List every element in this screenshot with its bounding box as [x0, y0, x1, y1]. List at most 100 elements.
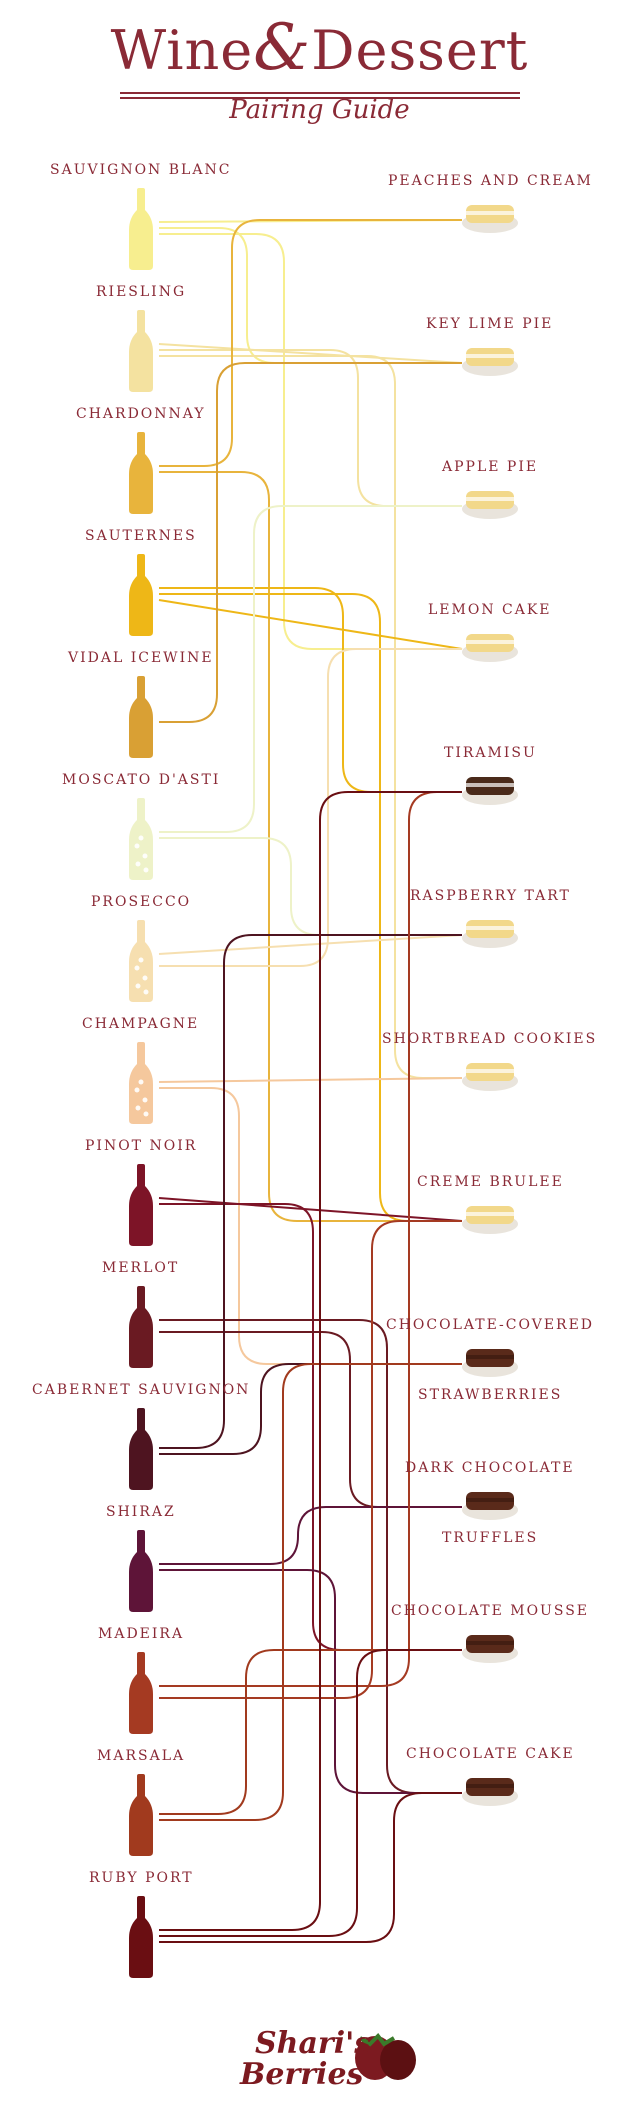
dessert-label: KEY LIME PIE [426, 316, 554, 332]
pairing-line [159, 1649, 462, 1937]
wine-label: CABERNET SAUVIGNON [32, 1382, 251, 1398]
pairing-line [159, 1649, 462, 1815]
wine-label: SHIRAZ [106, 1504, 176, 1520]
dessert-icon [462, 1206, 518, 1234]
header: Wine&Dessert Pairing Guide [0, 16, 639, 125]
wine-bottle-icon [129, 1774, 153, 1856]
dessert-icon [462, 777, 518, 805]
title-wine: Wine [110, 19, 254, 82]
dessert-icon [462, 1492, 518, 1520]
wine-bottle-icon [129, 1530, 153, 1612]
pairing-line [158, 343, 463, 364]
title-dessert: Dessert [311, 19, 529, 82]
pairing-line [159, 349, 462, 507]
wine-label: SAUTERNES [85, 528, 197, 544]
dessert-icon [462, 634, 518, 662]
dessert-icon [462, 920, 518, 948]
wine-label: PINOT NOIR [85, 1138, 198, 1154]
pairing-line [159, 934, 462, 1449]
dessert-icons [462, 205, 518, 1806]
dessert-icon [462, 1063, 518, 1091]
pairing-line [159, 1506, 462, 1565]
wine-label: CHAMPAGNE [82, 1016, 200, 1032]
dessert-icon [462, 1778, 518, 1806]
pairing-line [158, 599, 463, 650]
page-title: Wine&Dessert [0, 16, 639, 82]
wine-label: MARSALA [97, 1748, 186, 1764]
dessert-label-line2: TRUFFLES [442, 1530, 539, 1546]
dessert-icon [462, 491, 518, 519]
dessert-label: CREME BRULEE [417, 1174, 564, 1190]
wine-bottle-icon [129, 1164, 153, 1246]
pairing-line [159, 648, 462, 967]
pairing-line [159, 505, 462, 833]
pairing-line [159, 1087, 462, 1365]
wine-label: VIDAL ICEWINE [68, 650, 214, 666]
wine-label: RIESLING [96, 284, 187, 300]
dessert-icon [462, 348, 518, 376]
dessert-icon [462, 1635, 518, 1663]
pairing-line [159, 233, 462, 650]
pairing-line [158, 1197, 463, 1222]
dessert-label: APPLE PIE [442, 459, 539, 475]
pairing-lines [158, 219, 463, 1943]
wine-label: SAUVIGNON BLANC [50, 162, 232, 178]
pairing-line [159, 791, 462, 1687]
dessert-label: PEACHES AND CREAM [388, 173, 593, 189]
dessert-label: CHOCOLATE-COVERED [386, 1317, 595, 1333]
wine-bottle-icon [129, 432, 153, 514]
dessert-label: RASPBERRY TART [410, 888, 571, 904]
pairing-line [159, 471, 462, 1222]
brand-name-line1: Shari's [255, 2026, 371, 2061]
brand-name-line2: Berries [239, 2057, 364, 2090]
wine-label: MOSCATO D'ASTI [62, 772, 221, 788]
pairing-line [159, 593, 462, 1222]
wine-label: CHARDONNAY [76, 406, 206, 422]
title-rule-bottom [120, 97, 520, 99]
pairing-line [159, 227, 462, 364]
pairing-line [159, 791, 462, 1931]
wine-bottle-icon [129, 920, 153, 1002]
wine-label: MADEIRA [98, 1626, 185, 1642]
pairing-line [159, 587, 462, 793]
pairing-line [159, 1331, 462, 1508]
pairing-line [159, 355, 462, 1079]
dessert-icon [462, 205, 518, 233]
dessert-label: CHOCOLATE MOUSSE [391, 1603, 590, 1619]
wine-label: PROSECCO [91, 894, 192, 910]
dessert-label: CHOCOLATE CAKE [406, 1746, 575, 1762]
dessert-label: SHORTBREAD COOKIES [382, 1031, 598, 1047]
wine-bottle-icon [129, 798, 153, 880]
brand-logo: Shari's Berries [239, 2026, 416, 2090]
dessert-label: DARK CHOCOLATE [405, 1460, 575, 1476]
wine-bottle-icon [129, 554, 153, 636]
wine-bottle-icon [129, 1286, 153, 1368]
dessert-icon [462, 1349, 518, 1377]
pairing-line [159, 1220, 462, 1699]
dessert-label: LEMON CAKE [428, 602, 552, 618]
pairing-line [159, 837, 462, 936]
dessert-label: TIRAMISU [444, 745, 537, 761]
pairing-line [159, 219, 462, 467]
wine-label: MERLOT [102, 1260, 180, 1276]
wine-bottle-icon [129, 1042, 153, 1124]
pairing-line [159, 1792, 462, 1943]
pairing-line [159, 1319, 462, 1794]
pairing-line [159, 1363, 462, 1455]
dessert-label-line2: STRAWBERRIES [418, 1387, 563, 1403]
pairing-line [159, 1363, 462, 1821]
title-ampersand: & [253, 11, 312, 85]
wine-label: RUBY PORT [89, 1870, 194, 1886]
pairing-line [158, 934, 463, 955]
page-subtitle: Pairing Guide [229, 95, 410, 125]
wine-bottle-icon [129, 676, 153, 758]
pairing-line [159, 1569, 462, 1794]
pairing-line [159, 1203, 462, 1651]
wine-bottle-icon [129, 310, 153, 392]
pairing-line [158, 1077, 463, 1083]
pairing-line [159, 362, 462, 723]
wine-bottle-icon [129, 1652, 153, 1734]
wine-bottles [129, 188, 153, 1978]
